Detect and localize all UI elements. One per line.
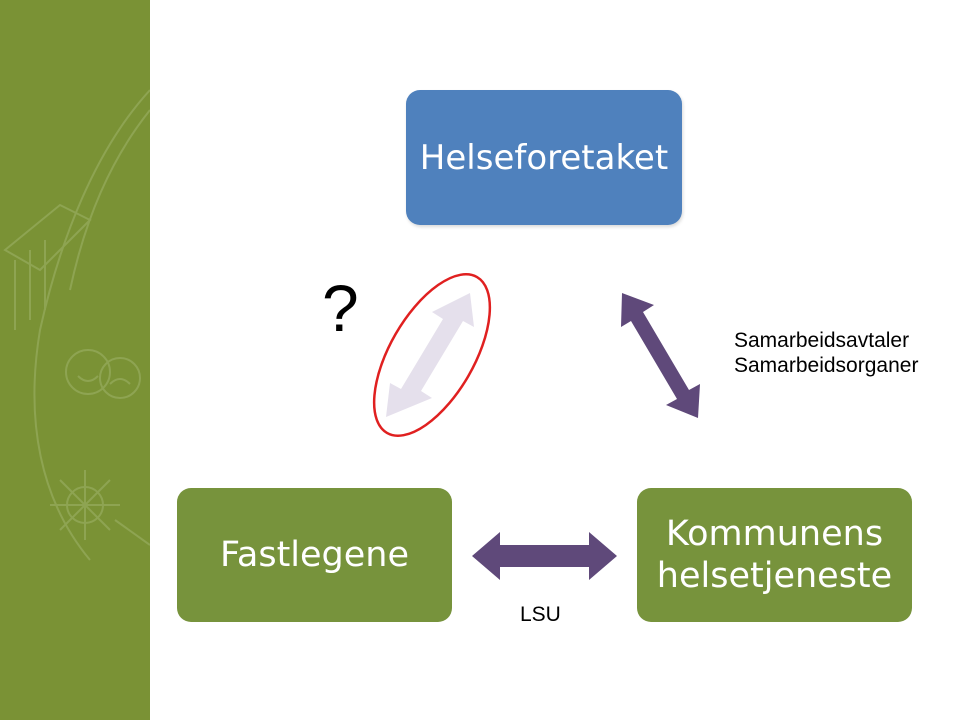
lsu-label: LSU: [520, 603, 561, 626]
question-mark: ?: [322, 271, 359, 345]
relation-label-line2: Samarbeidsorganer: [734, 354, 919, 377]
node-helseforetaket: Helseforetaket: [406, 90, 682, 225]
faint-double-arrow: [386, 293, 474, 417]
double-arrow-bottom: [472, 532, 617, 580]
node-label-line2: helsetjeneste: [656, 556, 893, 596]
node-fastlegene: Fastlegene: [177, 488, 452, 622]
decorative-lineart-icon: [3, 89, 150, 561]
highlight-ellipse: [372, 273, 492, 437]
sidebar-decoration: [0, 0, 150, 720]
node-kommunens-helsetjeneste: Kommunens helsetjeneste: [637, 488, 912, 622]
node-label-line1: Kommunens: [665, 514, 884, 554]
double-arrow-right: [621, 293, 700, 418]
node-label: Helseforetaket: [419, 137, 669, 178]
relation-label: Samarbeidsavtaler Samarbeidsorganer: [734, 328, 918, 378]
relation-label-line1: Samarbeidsavtaler: [734, 329, 910, 352]
node-label: Fastlegene: [219, 535, 410, 575]
